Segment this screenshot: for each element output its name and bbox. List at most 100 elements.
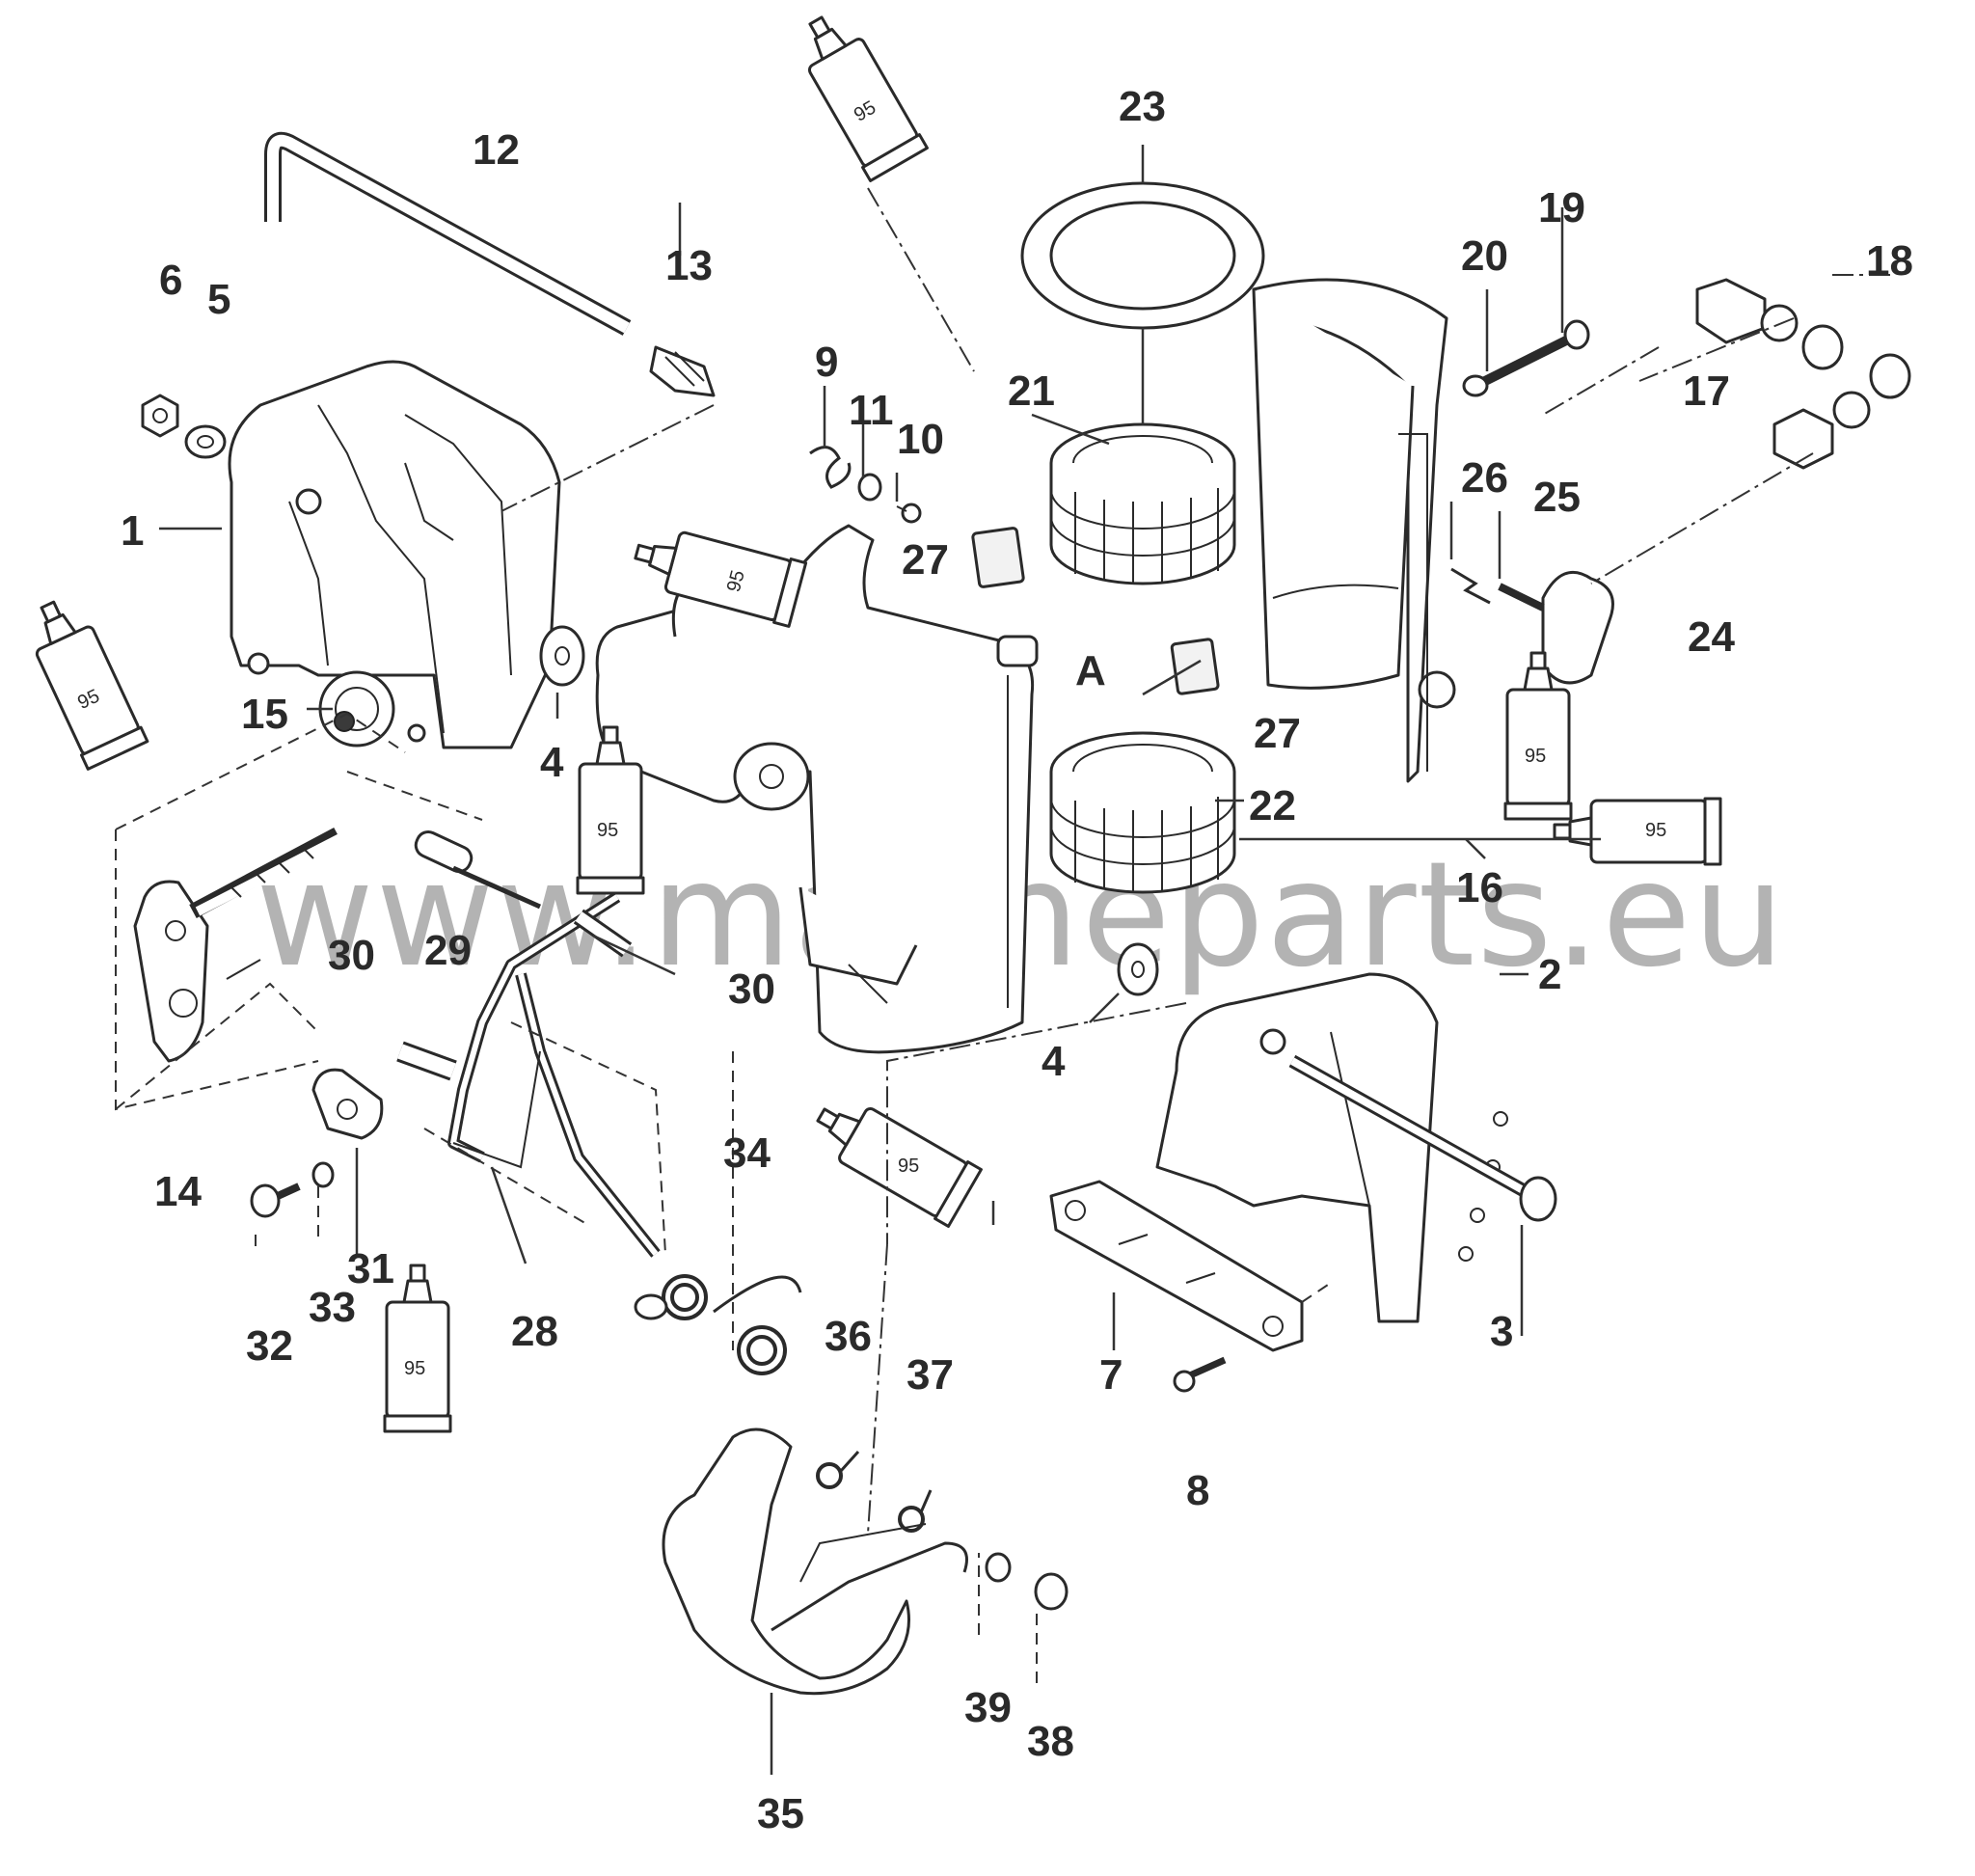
callout-16: 16 [1456, 864, 1503, 911]
part-18-cap-a [1801, 324, 1844, 370]
svg-text:95: 95 [404, 1358, 425, 1379]
part-4-washer-upper [539, 625, 585, 687]
part-13-fitting [649, 345, 716, 397]
part-6-nut [141, 394, 179, 438]
svg-text:95: 95 [1525, 746, 1546, 767]
part-35-tilt-lock [662, 1427, 968, 1696]
callout-25: 25 [1533, 474, 1581, 521]
callout-26: 26 [1461, 454, 1508, 502]
part-30-pin-upper [573, 909, 633, 958]
part-2-clamp-bracket [1155, 972, 1508, 1323]
part-34-spring [634, 1274, 802, 1375]
grease-tube-95: 95 [802, 1085, 983, 1228]
callout-7: 7 [1099, 1351, 1123, 1399]
part-14-lever [133, 827, 345, 1063]
callout-20: 20 [1461, 232, 1508, 280]
part-9-spring [809, 446, 852, 489]
callout-10: 10 [897, 416, 944, 463]
callout-22: 22 [1249, 782, 1296, 829]
part-31-clip [311, 1068, 384, 1140]
callout-30: 30 [328, 932, 375, 979]
grease-tube-95: 95 [627, 518, 808, 628]
callout-29: 29 [424, 927, 472, 974]
part-7-plate [1049, 1180, 1304, 1352]
part-39-washer [985, 1552, 1012, 1583]
svg-text:95: 95 [597, 820, 618, 841]
part-3-tilt-tube [1288, 1054, 1557, 1222]
grease-tube-95: 95 [1503, 651, 1573, 821]
part-16-clamp-half [1252, 278, 1456, 783]
callout-6: 6 [159, 257, 182, 304]
part-29-bushing [414, 829, 542, 910]
callout-labels: 23 12 13 19 20 18 6 5 9 21 17 11 10 26 2… [121, 83, 1913, 1837]
callout-1: 1 [121, 507, 144, 555]
part-25-pin [1498, 583, 1545, 612]
callout-35: 35 [757, 1790, 804, 1837]
callout-19: 19 [1538, 184, 1585, 231]
part-38-screw [1034, 1572, 1069, 1611]
callout-34: 34 [723, 1129, 771, 1177]
svg-text:95: 95 [898, 1156, 919, 1177]
part-27-pad-lower [1170, 638, 1220, 695]
callout-4: 4 [1042, 1038, 1066, 1085]
part-17-fitting-upper [1695, 278, 1799, 344]
grease-tube-95: 95 [383, 1264, 452, 1433]
part-37-spring [898, 1489, 933, 1533]
callout-15: 15 [241, 691, 288, 738]
part-19-bolt [1482, 319, 1590, 386]
callout-32: 32 [246, 1322, 293, 1370]
callout-4: 4 [540, 739, 564, 786]
callout-37: 37 [906, 1351, 954, 1399]
part-20-washer [1462, 374, 1489, 397]
grease-tube-95: 95 [16, 589, 149, 771]
part-22-bushing-lower [1049, 731, 1236, 894]
callout-9: 9 [815, 339, 838, 386]
callout-28: 28 [511, 1308, 558, 1355]
part-23-ring [1020, 181, 1265, 330]
callout-18: 18 [1866, 237, 1913, 285]
grease-tube-95: 95 [786, 2, 929, 182]
part-33-washer [311, 1161, 335, 1188]
detail-a-label: A [1075, 647, 1106, 694]
callout-13: 13 [665, 242, 713, 289]
callout-31: 31 [347, 1245, 394, 1292]
callout-8: 8 [1186, 1467, 1209, 1514]
part-11-washer [857, 473, 882, 502]
part-36-spring [816, 1450, 860, 1489]
part-4-washer-lower [1117, 942, 1159, 996]
callout-3: 3 [1490, 1308, 1513, 1355]
leader-lines [159, 145, 1601, 1775]
grease-tube-95: 95 [576, 725, 645, 895]
callout-27: 27 [902, 536, 949, 584]
callout-21: 21 [1008, 367, 1055, 415]
assembly-lines [115, 187, 1890, 1683]
grease-tube-95: 95 [1553, 797, 1722, 866]
part-8-screw [1173, 1356, 1227, 1393]
part-32-screw [250, 1183, 301, 1218]
part-21-bushing-upper [1049, 422, 1236, 585]
callout-12: 12 [473, 126, 520, 174]
part-18-cap-b [1869, 353, 1911, 399]
part-24-locking-handle [1541, 570, 1614, 685]
callout-5: 5 [207, 276, 230, 323]
callout-36: 36 [825, 1313, 872, 1360]
part-1-clamp-bracket [228, 360, 561, 749]
callout-38: 38 [1027, 1718, 1074, 1765]
callout-14: 14 [154, 1168, 202, 1215]
svg-text:95: 95 [1645, 820, 1666, 841]
part-26-spring [1450, 567, 1491, 605]
part-17-fitting-lower [1772, 391, 1871, 470]
callout-11: 11 [849, 387, 894, 434]
callout-30: 30 [728, 965, 775, 1013]
part-5-washer [184, 424, 227, 459]
part-12-rod [264, 131, 632, 336]
part-30-pin-lower [396, 1041, 457, 1081]
callout-2: 2 [1538, 951, 1561, 998]
part-27-pad-upper [971, 527, 1025, 588]
callout-33: 33 [309, 1284, 356, 1331]
part-15-knob [318, 670, 395, 748]
part-10-screw [896, 503, 922, 524]
callout-17: 17 [1683, 367, 1730, 415]
callout-24: 24 [1688, 613, 1735, 661]
